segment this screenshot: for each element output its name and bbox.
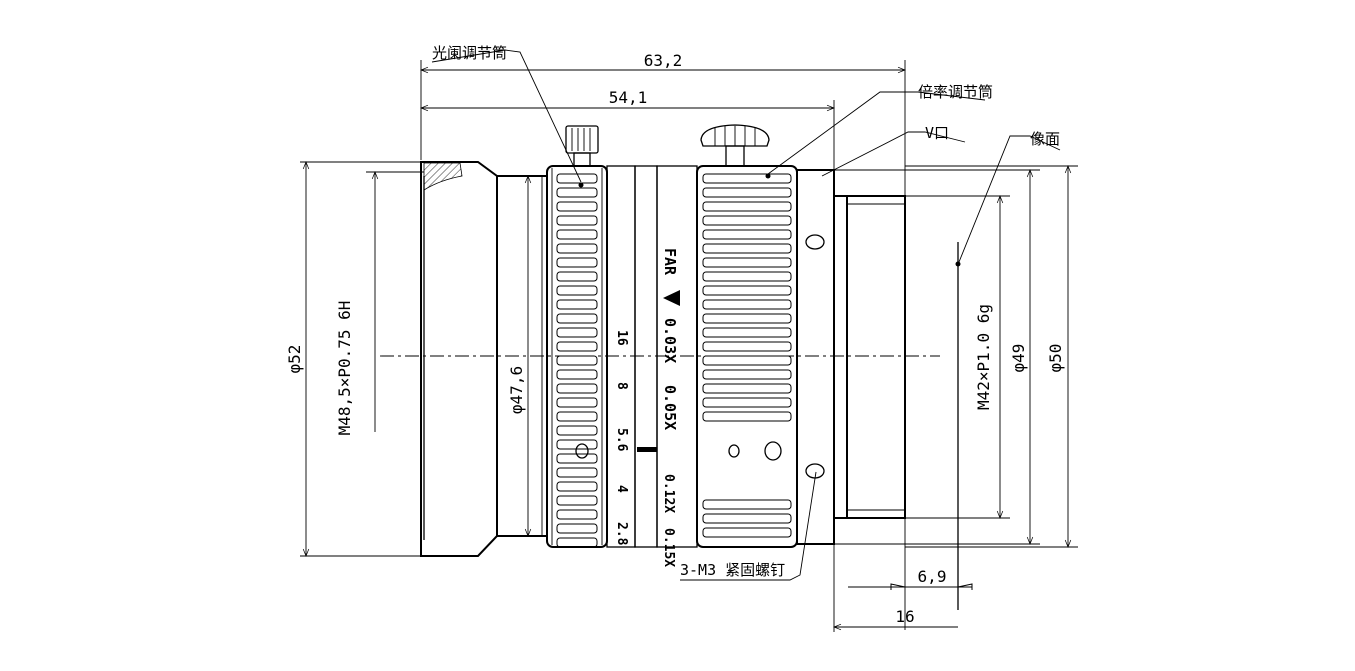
knurl-segment (702, 257, 792, 268)
mag-scale-0-05x: 0.05X (661, 385, 679, 430)
magnification-ring-knurl (702, 173, 792, 538)
knurl-segment (702, 173, 792, 184)
iris-index-mark (637, 447, 657, 452)
knurl-segment (556, 509, 598, 520)
iris-scale: 16 8 5.6 4 2.8 (614, 330, 629, 546)
lens-mount (834, 195, 848, 519)
dim-body-length: 54,1 (609, 88, 648, 107)
hood-section-hatch (423, 162, 463, 191)
set-screw-hole-top (805, 234, 825, 250)
knurl-segment (556, 481, 598, 492)
mag-scale-0-15x: 0.15X (661, 528, 676, 567)
callout-set-screws: 3-M3 紧固螺钉 (680, 561, 785, 579)
knurl-segment (556, 313, 598, 324)
knurl-segment (702, 411, 792, 422)
iris-scale-16: 16 (614, 330, 629, 346)
magnification-scale: FAR 0.03X 0.05X 0.12X 0.15X (661, 248, 680, 567)
bottom-dimensions: 6,9 16 (833, 567, 973, 631)
dim-back-focal: 16 (895, 607, 914, 626)
iris-scale-5-6: 5.6 (614, 428, 629, 452)
iris-scale-2-8: 2.8 (614, 522, 629, 546)
mag-scale-far: FAR (661, 248, 679, 276)
rear-body (796, 169, 835, 545)
knurl-segment (702, 285, 792, 296)
knurl-segment (702, 499, 792, 510)
callouts: 光阑调节筒 倍率调节筒 V口 像面 3-M3 紧固螺钉 (431, 44, 1061, 581)
callout-v-groove: V口 (925, 124, 949, 142)
knurl-segment (556, 285, 598, 296)
knurl-segment (556, 187, 598, 198)
lens-body (380, 124, 961, 610)
mount-thread (846, 195, 906, 519)
knurl-segment (702, 513, 792, 524)
knurl-segment (556, 495, 598, 506)
iris-ring-hole (575, 443, 589, 459)
knurl-segment (702, 341, 792, 352)
dim-filter-thread: M48,5×P0.75 6H (335, 301, 354, 436)
knurl-segment (556, 411, 598, 422)
dim-mount-diameter-a: φ49 (1009, 344, 1028, 373)
knurl-segment (702, 355, 792, 366)
knurl-segment (556, 537, 598, 548)
left-dimensions: φ52 M48,5×P0.75 6H φ47,6 (285, 161, 532, 557)
knurl-segment (556, 355, 598, 366)
knurl-segment (702, 187, 792, 198)
dim-mount-diameter-b: φ50 (1046, 344, 1065, 373)
knurl-segment (556, 201, 598, 212)
knurl-segment (556, 299, 598, 310)
knurl-segment (556, 327, 598, 338)
magnification-lock-knob (700, 124, 770, 167)
knurl-segment (702, 397, 792, 408)
knurl-segment (556, 467, 598, 478)
knurl-segment (702, 201, 792, 212)
callout-iris-ring: 光阑调节筒 (432, 44, 507, 62)
dim-ring-diameter: φ47,6 (507, 366, 526, 414)
knurl-segment (556, 425, 598, 436)
knurl-segment (556, 383, 598, 394)
iris-scale-4: 4 (614, 485, 629, 493)
mag-ring-hole-small (728, 444, 740, 458)
center-band (634, 165, 658, 548)
knurl-segment (556, 523, 598, 534)
knurl-segment (702, 229, 792, 240)
mag-scale-0-12x: 0.12X (661, 474, 676, 513)
knurl-segment (556, 229, 598, 240)
iris-ring-knurl (556, 173, 598, 548)
mag-ring-hole-large (764, 441, 782, 461)
iris-scale-8: 8 (614, 382, 629, 390)
knurl-segment (702, 299, 792, 310)
knurl-segment (556, 215, 598, 226)
knurl-segment (702, 369, 792, 380)
mag-scale-0-03x: 0.03X (661, 318, 679, 363)
callout-magnification-ring: 倍率调节筒 (918, 83, 993, 101)
iris-lock-knob (565, 125, 599, 167)
knurl-segment (556, 341, 598, 352)
knurl-segment (556, 271, 598, 282)
knurl-segment (702, 215, 792, 226)
knurl-segment (702, 527, 792, 538)
dim-front-diameter: φ52 (285, 345, 304, 374)
knurl-segment (556, 257, 598, 268)
right-dimensions: M42×P1.0 6g φ49 φ50 (834, 165, 1078, 548)
knurl-segment (556, 173, 598, 184)
knurl-segment (702, 383, 792, 394)
triangle-icon (663, 290, 680, 306)
dim-mount-thread: M42×P1.0 6g (974, 304, 993, 410)
knurl-segment (556, 243, 598, 254)
top-dimensions: 63,2 54,1 (420, 51, 906, 632)
dim-total-length: 63,2 (644, 51, 683, 70)
knurl-segment (702, 271, 792, 282)
callout-image-plane: 像面 (1030, 130, 1060, 148)
knurl-segment (556, 369, 598, 380)
knurl-segment (556, 439, 598, 450)
knurl-segment (702, 313, 792, 324)
knurl-segment (702, 327, 792, 338)
front-hood (420, 161, 498, 557)
knurl-segment (702, 243, 792, 254)
knurl-segment (556, 397, 598, 408)
dim-flange-offset: 6,9 (918, 567, 947, 586)
